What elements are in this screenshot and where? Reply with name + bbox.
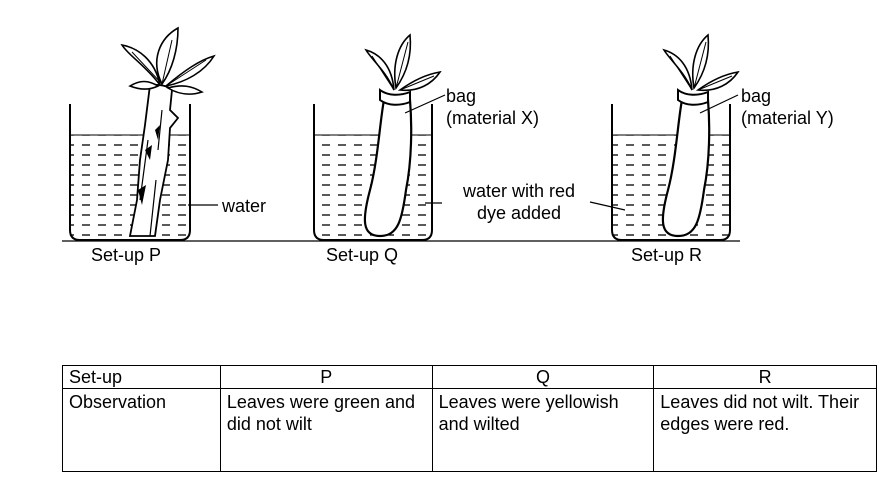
header-p: P (219, 365, 433, 389)
bag-y-label-line2: (material Y) (741, 108, 834, 128)
dye-r-leader-line (589, 201, 626, 211)
observation-table: Set-up P Q R Observation Leaves were gre… (62, 365, 877, 472)
dye-label-line2: dye added (476, 203, 562, 223)
caption-setup-p: Set-up P (91, 245, 162, 265)
bag-material-x (363, 88, 413, 238)
setup-p-beaker (69, 104, 191, 241)
dye-label-line1: water with red (462, 181, 576, 201)
experiment-diagram (62, 26, 740, 242)
bag-y-label-line1: bag (741, 86, 772, 106)
header-setup: Set-up (62, 365, 221, 389)
caption-setup-r: Set-up R (631, 245, 703, 265)
bag-x-leader-line (404, 94, 446, 114)
leaves-p (120, 26, 216, 95)
observation-p: Leaves were green and did not wilt (219, 388, 433, 472)
bag-y-leader-line (699, 94, 739, 114)
leaves-q (364, 33, 442, 92)
bag-x-label-line1: bag (446, 86, 477, 106)
observation-r: Leaves did not wilt. Their edges were re… (653, 388, 877, 472)
header-r: R (653, 365, 877, 389)
row-label-observation: Observation (62, 388, 221, 472)
bag-material-y (661, 88, 711, 238)
stem-cutting (128, 83, 180, 237)
table-row: Observation Leaves were green and did no… (62, 388, 877, 472)
table-header-row: Set-up P Q R (62, 365, 877, 389)
observation-q: Leaves were yellowish and wilted (431, 388, 655, 472)
header-q: Q (431, 365, 655, 389)
water-label: water (222, 196, 267, 216)
caption-setup-q: Set-up Q (326, 245, 399, 265)
leaves-r (662, 33, 740, 92)
bag-x-label-line2: (material X) (446, 108, 540, 128)
